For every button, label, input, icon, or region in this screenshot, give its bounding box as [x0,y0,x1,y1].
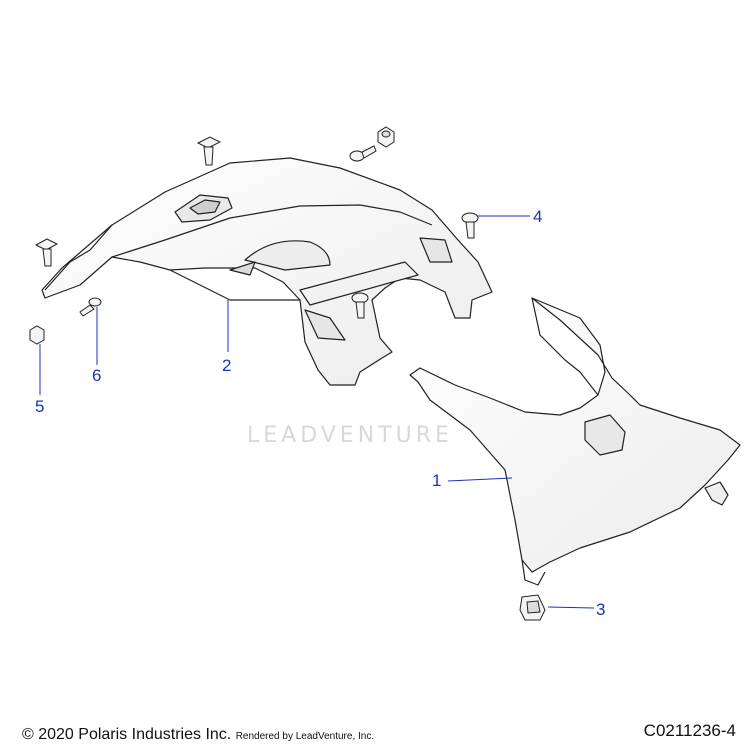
rendered-by-text: Rendered by LeadVenture, Inc. [235,731,375,742]
push-rivet-left [34,238,59,267]
side-panel-part-1 [409,297,741,586]
clip-part-3 [519,594,546,621]
bolt-part-6 [79,297,102,317]
fastener-center [351,292,369,319]
callout-5[interactable]: 5 [35,397,45,416]
callout-1[interactable]: 1 [432,471,442,490]
leader-lines [39,215,595,609]
callout-2[interactable]: 2 [222,356,232,375]
diagram-code: C0211236-4 [643,721,736,740]
nut-part-5 [29,325,45,345]
nut-top [377,126,395,148]
callout-6[interactable]: 6 [92,366,102,385]
push-rivet-top-left [196,136,222,166]
watermark: LEADVENTURE [247,423,453,448]
bolt-top [349,145,377,162]
rear-cover-part-2 [41,157,493,386]
callout-4[interactable]: 4 [533,207,543,226]
footer-copyright: © 2020 Polaris Industries Inc. Rendered … [22,726,374,744]
fastener-part-4 [461,212,479,239]
callout-3[interactable]: 3 [596,600,606,619]
copyright-text: © 2020 Polaris Industries Inc. [22,726,232,743]
